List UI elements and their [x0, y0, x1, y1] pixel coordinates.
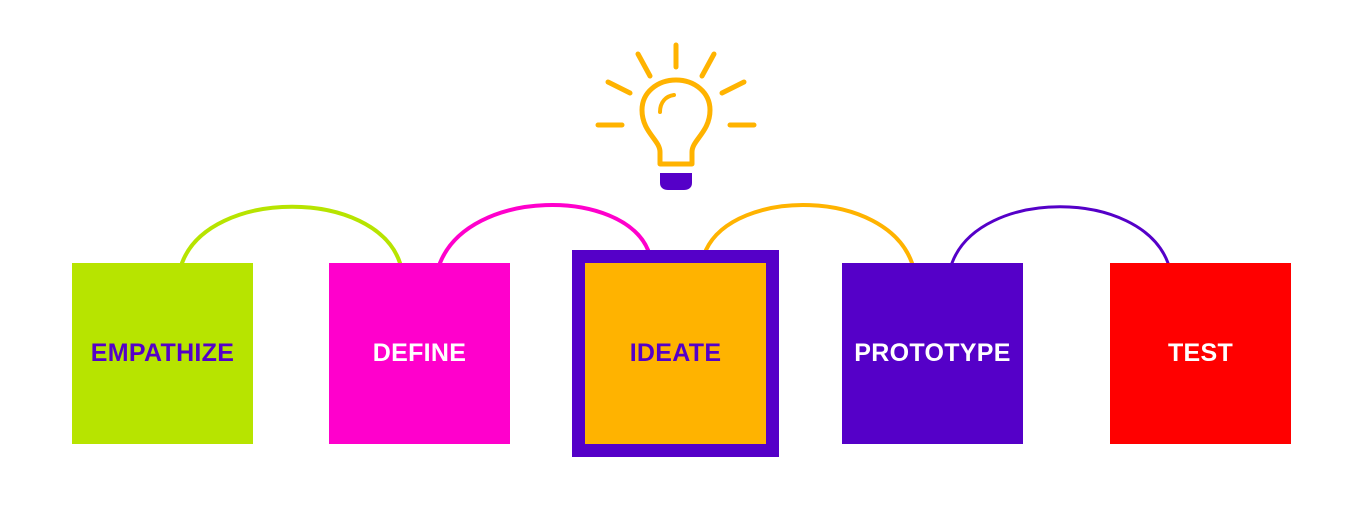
- stage-test: TEST: [1110, 263, 1291, 444]
- connector-ideate-prototype: [704, 203, 914, 265]
- stage-prototype: PROTOTYPE: [842, 263, 1023, 444]
- lightbulb-rays: [595, 42, 757, 128]
- stage-label-prototype: PROTOTYPE: [854, 339, 1011, 367]
- connector-define-ideate: [438, 203, 650, 265]
- stage-label-empathize: EMPATHIZE: [90, 339, 235, 367]
- stage-label-ideate: IDEATE: [629, 339, 722, 367]
- lightbulb-shine: [658, 93, 676, 114]
- stage-label-test: TEST: [1167, 339, 1234, 367]
- lightbulb-glass: [639, 77, 713, 167]
- connector-empathize-define: [180, 204, 402, 265]
- lightbulb-base: [660, 173, 692, 190]
- lightbulb-icon: [595, 42, 757, 190]
- stage-label-define: DEFINE: [372, 339, 467, 367]
- stage-define: DEFINE: [329, 263, 510, 444]
- stage-empathize: EMPATHIZE: [72, 263, 253, 444]
- connector-prototype-test: [950, 205, 1170, 265]
- stage-ideate: IDEATE: [572, 250, 779, 457]
